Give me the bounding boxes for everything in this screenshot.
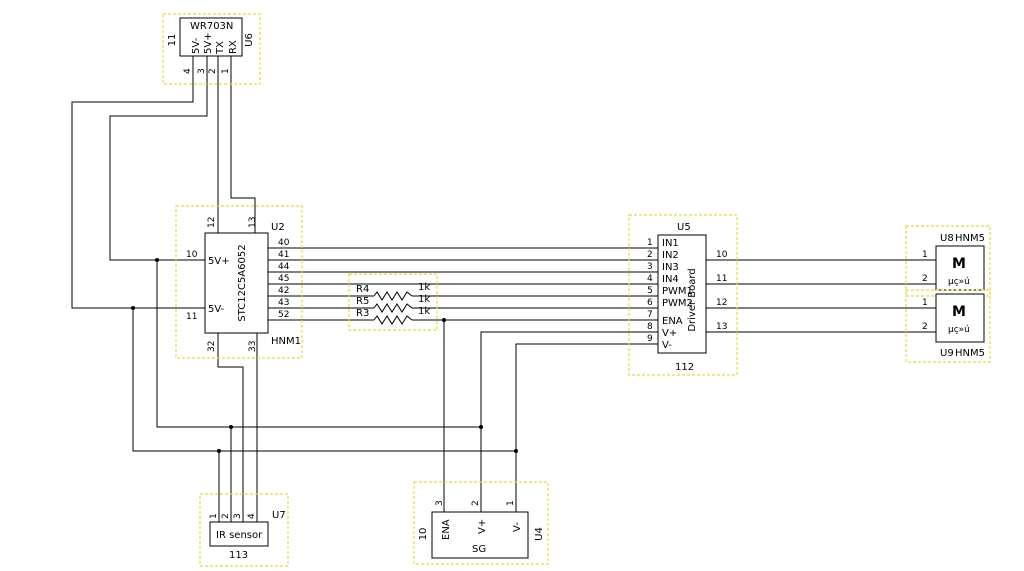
mcu-pin-num: 52	[278, 310, 289, 320]
servo-pin-label: V+	[477, 519, 488, 534]
ir-pin-num: 2	[221, 513, 231, 519]
motor-name: HNM5	[955, 233, 985, 244]
wr703n-pin-num: 4	[183, 68, 193, 74]
servo-pin-num: 3	[435, 500, 445, 506]
mcu-module[interactable]: STC12C5A6052 U2 HNM1 5V+ 5V- 10 11 12 13…	[175, 205, 303, 359]
ir-footer: 113	[229, 550, 248, 561]
ir-pin-num: 1	[209, 513, 219, 519]
motor-sub: μç»ú	[948, 277, 970, 287]
servo-ref: U4	[534, 527, 545, 541]
servo-num: 10	[418, 528, 429, 541]
mcu-pin-num: 10	[186, 250, 198, 260]
driver-pin-num: 5	[647, 286, 653, 296]
driver-out-num: 13	[716, 322, 727, 332]
mcu-footer: HNM1	[271, 336, 301, 347]
motor-pin-num: 2	[922, 274, 928, 284]
motor-sub: μç»ú	[948, 325, 970, 335]
mcu-pin-num: 11	[186, 312, 197, 322]
driver-pin-label: IN2	[662, 250, 679, 261]
servo-pin-num: 2	[471, 500, 481, 506]
driver-pin-label: V+	[662, 328, 677, 339]
mcu-pin-num: 42	[278, 286, 289, 296]
driver-footer: 112	[675, 362, 694, 373]
servo-pin-num: 1	[506, 500, 516, 506]
mcu-pin-num: 44	[278, 262, 290, 272]
mcu-pin-num: 45	[278, 274, 289, 284]
driver-pin-num: 2	[647, 250, 653, 260]
wr703n-pin-label: TX	[215, 41, 226, 55]
mcu-pin-label: 5V+	[208, 256, 230, 267]
driver-pin-label: IN3	[662, 262, 679, 273]
motor-symbol: M	[952, 256, 966, 272]
mcu-pin-num: 32	[207, 341, 217, 352]
mcu-name: STC12C5A6052	[237, 244, 248, 321]
driver-pin-label: ENA	[662, 316, 683, 327]
driver-pin-num: 8	[647, 322, 653, 332]
wr703n-name: WR703N	[190, 21, 233, 32]
driver-pin-num: 1	[647, 238, 653, 248]
resistor-network[interactable]: R4 R5 R3 1k 1k 1k	[348, 273, 438, 331]
driver-out-num: 12	[716, 298, 727, 308]
motor-symbol: M	[952, 304, 966, 320]
resistor-name: R5	[356, 296, 369, 307]
driver-pin-num: 9	[647, 334, 653, 344]
mcu-pin-num: 41	[278, 250, 289, 260]
ir-pin-num: 3	[233, 513, 243, 519]
motor-u9[interactable]: M μç»ú U9 HNM5 1 2	[905, 289, 991, 363]
servo-pin-label: ENA	[441, 519, 452, 540]
mcu-pin-num: 33	[248, 341, 258, 352]
mcu-pin-num: 43	[278, 298, 289, 308]
wires	[71, 68, 936, 522]
motor-ref: U8	[940, 233, 954, 244]
servo-pin-label: V-	[512, 522, 523, 532]
servo-name: SG	[472, 544, 486, 555]
driver-pin-label: IN1	[662, 238, 679, 249]
resistor-name: R4	[356, 284, 369, 295]
driver-out-num: 11	[716, 274, 727, 284]
mcu-pin-label: 5V-	[208, 304, 225, 315]
resistor-value: 1k	[418, 306, 430, 317]
mcu-pin-num: 13	[248, 217, 258, 228]
wr703n-pin-label: 5V+	[203, 32, 214, 54]
wr703n-pin-label: 5V-	[191, 37, 202, 54]
motor-ref: U9	[940, 348, 954, 359]
driver-pin-label: V-	[662, 340, 672, 351]
motor-u8[interactable]: M μç»ú U8 HNM5 1 2	[905, 225, 991, 297]
wr703n-num: 11	[167, 34, 178, 47]
wr703n-pin-num: 1	[221, 68, 231, 74]
driver-pin-label: PWM2	[662, 298, 693, 309]
servo-module[interactable]: SG U4 10 ENA V+ V- 3 2 1	[413, 481, 549, 565]
motor-pin-num: 2	[922, 322, 928, 332]
driver-pin-label: IN4	[662, 274, 679, 285]
ir-name: IR sensor	[216, 530, 263, 541]
resistor-name: R3	[356, 308, 369, 319]
driver-ref: U5	[677, 222, 691, 233]
driver-pin-label: PWM1	[662, 286, 693, 297]
wr703n-pin-label: RX	[228, 40, 239, 54]
motor-pin-num: 1	[922, 298, 928, 308]
wr703n-pin-num: 2	[208, 68, 218, 74]
resistor-value: 1k	[418, 294, 430, 305]
driver-pin-num: 7	[647, 310, 653, 320]
resistor-value: 1k	[418, 282, 430, 293]
mcu-pin-num: 12	[207, 217, 217, 228]
wr703n-module[interactable]: WR703N U6 11 5V- 5V+ TX RX 4 3 2 1	[162, 13, 261, 85]
ir-sensor-module[interactable]: IR sensor U7 113 1 2 3 4	[199, 493, 289, 567]
motor-name: HNM5	[955, 348, 985, 359]
driver-name: Driver Board	[687, 268, 698, 331]
junction-dots	[131, 258, 518, 453]
wr703n-ref: U6	[244, 33, 255, 47]
driver-pin-num: 3	[647, 262, 653, 272]
driver-pin-num: 6	[647, 298, 653, 308]
driver-out-num: 10	[716, 250, 728, 260]
driver-pin-num: 4	[647, 274, 653, 284]
ir-pin-num: 4	[247, 513, 257, 519]
ir-ref: U7	[272, 510, 286, 521]
wr703n-pin-num: 3	[197, 68, 207, 74]
mcu-pin-num: 40	[278, 238, 290, 248]
mcu-ref: U2	[271, 222, 285, 233]
motor-pin-num: 1	[922, 250, 928, 260]
driver-board-module[interactable]: U5 112 Driver Board IN1 IN2 IN3 IN4 PWM1…	[628, 214, 738, 376]
